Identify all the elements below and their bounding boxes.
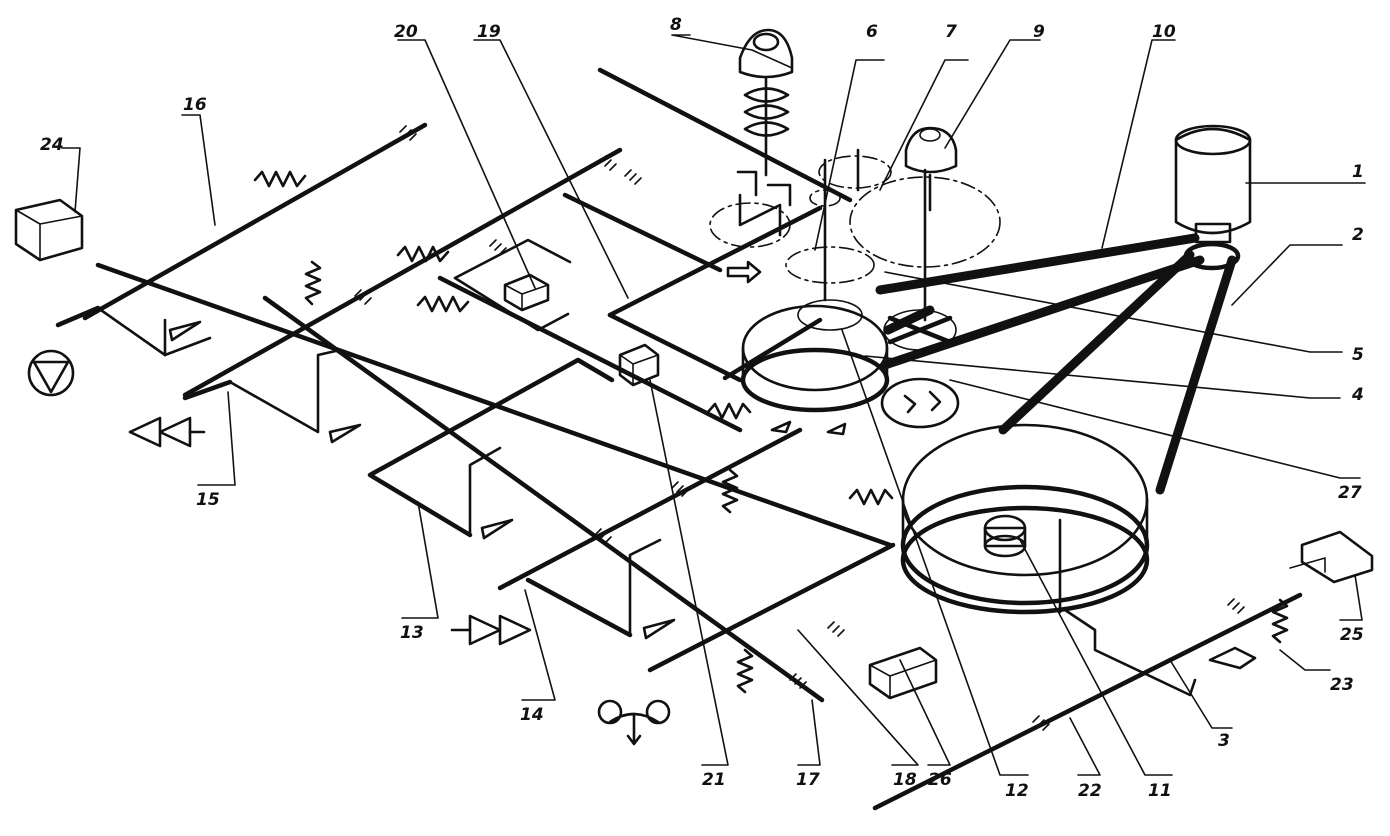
callout-19: 19: [477, 22, 501, 42]
callout-24: 24: [40, 135, 64, 155]
callout-23: 23: [1330, 675, 1354, 695]
double-triangle-right-icon: [450, 614, 532, 646]
box-21: [618, 343, 660, 387]
callout-18: 18: [893, 770, 917, 790]
callout-7: 7: [945, 22, 957, 42]
box-24: [14, 198, 84, 262]
callout-20: 20: [394, 22, 418, 42]
callout-21: 21: [702, 770, 726, 790]
callout-4: 4: [1351, 385, 1364, 405]
callout-25: 25: [1340, 625, 1364, 645]
callout-1: 1: [1352, 162, 1364, 182]
upper-belt-pulley: [740, 299, 890, 413]
reel-unwind-icon: [597, 699, 671, 746]
callout-12: 12: [1005, 781, 1029, 801]
stop-symbol-icon: [27, 349, 75, 397]
dashed-gear-circles: [709, 148, 1001, 322]
callout-22: 22: [1078, 781, 1102, 801]
box-26: [868, 646, 938, 700]
box-25: [1289, 530, 1374, 584]
callout-11: 11: [1148, 781, 1172, 801]
callout-9: 9: [1033, 22, 1045, 42]
callout-8: 8: [670, 15, 682, 35]
callout-14: 14: [520, 705, 544, 725]
callout-10: 10: [1152, 22, 1176, 42]
callout-27: 27: [1338, 483, 1362, 503]
callout-15: 15: [196, 490, 220, 510]
leader-lines: [61, 34, 1366, 776]
pulley-27: [880, 377, 960, 429]
callout-labels: 1 2 3 4 5 6 7 8 9 10 11 12 13 14 15 16 1…: [40, 15, 1364, 801]
boxes: [14, 198, 1374, 700]
callout-17: 17: [796, 770, 820, 790]
crossed-rollers-5: [883, 309, 957, 351]
callout-26: 26: [928, 770, 952, 790]
callout-13: 13: [400, 623, 424, 643]
callout-16: 16: [183, 95, 207, 115]
double-triangle-left-icon: [128, 416, 206, 448]
large-pulley-3: [900, 423, 1150, 615]
rod-mechanisms: [55, 67, 1289, 731]
motor-1: [1174, 124, 1252, 271]
lower-shaft: [872, 518, 1303, 811]
callout-5: 5: [1352, 345, 1364, 365]
callout-6: 6: [866, 22, 878, 42]
motor-9: [904, 126, 958, 212]
callout-3: 3: [1218, 731, 1230, 751]
callout-2: 2: [1352, 225, 1364, 245]
box-20: [503, 273, 550, 312]
